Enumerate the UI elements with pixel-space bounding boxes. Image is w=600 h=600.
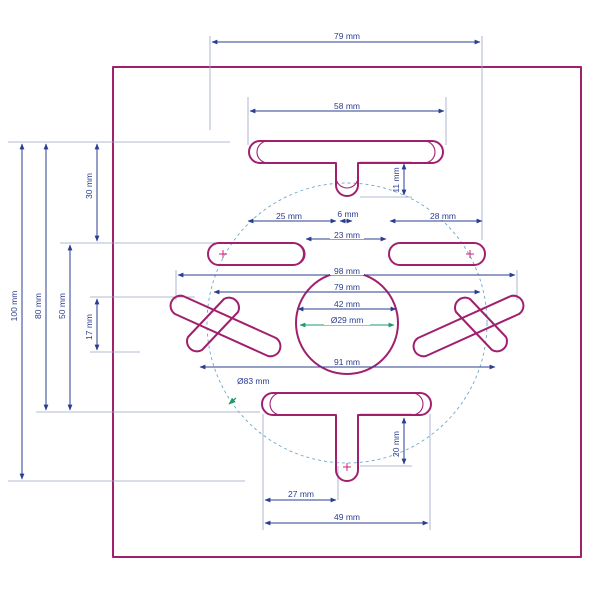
dimension-lines xyxy=(19,39,516,526)
lower-t-slot xyxy=(261,392,432,482)
dim-center-circle: 42 mm xyxy=(334,299,360,309)
dim-upper-t-width: 58 mm xyxy=(334,101,360,111)
dim-inner-circle: Ø29 mm xyxy=(331,315,364,325)
extension-lines xyxy=(8,36,518,530)
upper-t-slot xyxy=(248,140,444,197)
dim-height-80: 80 mm xyxy=(33,293,43,319)
pattern-circle xyxy=(206,182,488,464)
dim-slot-gap: 23 mm xyxy=(334,230,360,240)
dim-height-17: 17 mm xyxy=(84,314,94,340)
left-v-slot xyxy=(169,294,282,358)
dim-upper-t-stem: 11 mm xyxy=(391,167,401,192)
dimension-labels: 79 mm 58 mm 11 mm 25 mm 6 mm 28 mm 23 mm… xyxy=(9,30,461,522)
dim-left-slot: 25 mm xyxy=(276,211,302,221)
plate-outline xyxy=(112,66,582,558)
dim-stem-width: 6 mm xyxy=(337,209,358,219)
dim-height-100: 100 mm xyxy=(9,291,19,322)
dim-lower-span: 91 mm xyxy=(334,357,360,367)
dim-lower-t-width: 49 mm xyxy=(334,512,360,522)
dim-height-50: 50 mm xyxy=(57,293,67,319)
dim-pattern-circle: Ø83 mm xyxy=(237,376,270,386)
left-slot xyxy=(207,242,305,266)
left-slot-marker xyxy=(219,250,227,258)
upper-t-inner-arcs xyxy=(256,140,436,189)
dim-lower-t-stem: 20 mm xyxy=(391,431,401,457)
dim-right-slot: 28 mm xyxy=(430,211,456,221)
lower-t-marker xyxy=(343,463,351,471)
dim-arm-span: 79 mm xyxy=(334,282,360,292)
dim-wide-span: 98 mm xyxy=(334,266,360,276)
dim-height-30: 30 mm xyxy=(84,173,94,199)
dim-top-width: 79 mm xyxy=(334,31,360,41)
dim-lower-t-half: 27 mm xyxy=(288,489,314,499)
right-v-slot xyxy=(412,294,525,358)
right-slot-marker xyxy=(466,250,474,258)
